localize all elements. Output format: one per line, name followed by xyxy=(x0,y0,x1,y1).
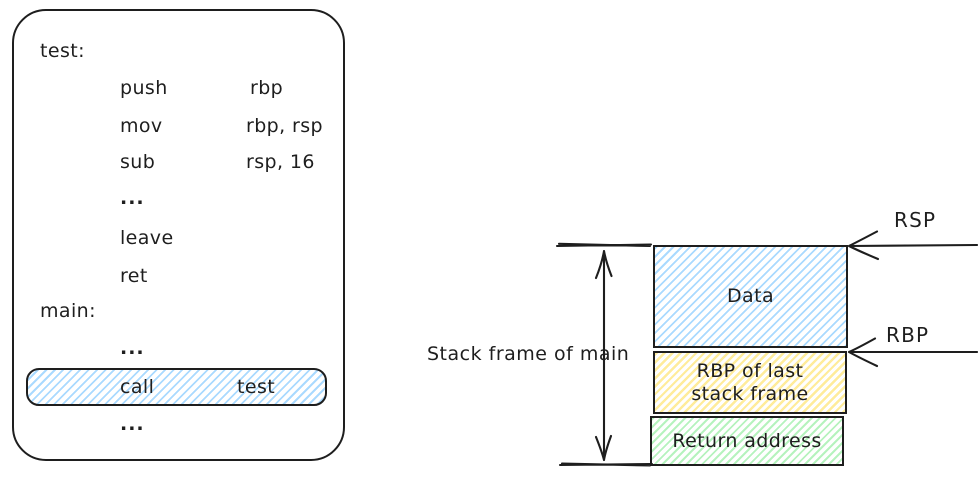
ellipsis-placeholder: ... xyxy=(120,337,145,359)
instruction-mnemonic: push xyxy=(120,77,168,99)
test-function-label: test: xyxy=(40,40,85,62)
rsp-pointer-arrow xyxy=(847,230,978,261)
stack-box-return-address-label: Return address xyxy=(672,429,822,452)
call-instruction-highlight xyxy=(26,368,327,406)
instruction-mnemonic: call xyxy=(120,376,155,398)
instruction-operand: test xyxy=(237,376,276,398)
instruction-mnemonic: ret xyxy=(120,265,148,287)
stack-top-line xyxy=(555,242,653,248)
ellipsis-placeholder: ... xyxy=(120,413,145,435)
instruction-mnemonic: leave xyxy=(120,227,174,249)
instruction-mnemonic: sub xyxy=(120,151,156,173)
rsp-pointer-label: RSP xyxy=(894,208,937,232)
saved-rbp-label-line2: stack frame xyxy=(691,382,809,405)
stack-box-data-label: Data xyxy=(727,285,774,307)
stack-box-data: Data xyxy=(653,245,848,348)
stack-bottom-line xyxy=(558,462,654,467)
stack-box-return-address: Return address xyxy=(650,416,844,466)
rbp-pointer-label: RBP xyxy=(886,323,930,347)
ellipsis-placeholder: ... xyxy=(120,187,145,209)
instruction-mnemonic: mov xyxy=(120,115,163,137)
instruction-operand: rbp, rsp xyxy=(246,115,323,137)
instruction-operand: rbp xyxy=(250,77,284,99)
stack-frame-extent-label: Stack frame of main xyxy=(427,343,630,365)
stack-box-saved-rbp-label: RBP of last stack frame xyxy=(691,360,808,406)
stack-box-saved-rbp: RBP of last stack frame xyxy=(653,351,847,414)
main-function-label: main: xyxy=(40,300,96,322)
instruction-operand: rsp, 16 xyxy=(246,151,315,173)
saved-rbp-label-line1: RBP of last xyxy=(696,359,804,382)
